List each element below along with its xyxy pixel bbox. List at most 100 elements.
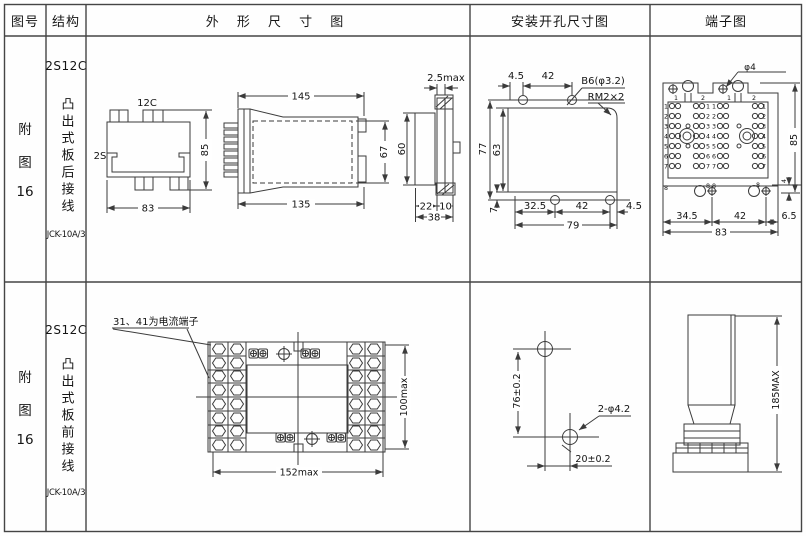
- dim-panel-b3: 38: [428, 213, 441, 224]
- label-12c: 12C: [137, 98, 157, 109]
- mount-type-text: 凸出式板前接线: [58, 356, 74, 476]
- dim-install-v1: 77: [478, 143, 489, 156]
- row2-outline-drawing: 31、41为电流端子 100max: [112, 315, 411, 479]
- terminal-row-num: 1: [664, 104, 668, 111]
- terminal-row-num: 4: [664, 134, 668, 141]
- dim-panel-left: 60: [397, 143, 408, 156]
- dim-outline2-w: 152max: [280, 468, 319, 479]
- row1-front-view: 85 83 12C 2S: [94, 98, 212, 215]
- label-hole-spec: B6(φ3.2): [581, 76, 625, 87]
- dim-terminal-off: 4: [781, 179, 788, 183]
- table-grid: [3, 3, 803, 533]
- row1-panel-view: 2.5max 60 22 10 38: [397, 73, 465, 224]
- dim-install-t2: 42: [542, 71, 555, 82]
- terminal-row-num: 3: [762, 124, 766, 131]
- row2-install-drawing: 76±0.2 2-φ4.2 20±0.2: [511, 331, 631, 471]
- terminal-row-num: 7: [664, 164, 668, 171]
- header-install-dims: 安装开孔尺寸图: [510, 14, 609, 30]
- terminal-row-num: 4: [762, 134, 766, 141]
- terminal-row-num: 7: [762, 164, 766, 171]
- terminal-row-num: 5: [712, 144, 716, 151]
- code-row2: JCK-10A/3: [46, 488, 86, 498]
- dim-install2-b: 20±0.2: [575, 454, 610, 465]
- terminal-row-num: 6: [664, 154, 668, 161]
- header-outline-dims: 外 形 尺 寸 图: [205, 14, 351, 30]
- terminal-col-label: 2: [701, 95, 705, 102]
- dim-install-t1: 4.5: [508, 71, 524, 82]
- row2-profile-drawing: 185MAX: [672, 314, 782, 473]
- current-terminal-note: 31、41为电流端子: [113, 315, 198, 328]
- terminal-col-label: 1: [727, 95, 731, 102]
- dim-side-right: 67: [379, 146, 390, 159]
- model-row1: 2S12C: [45, 59, 87, 73]
- fig-no-line: 图: [18, 403, 32, 419]
- terminal-row-num: 5: [762, 144, 766, 151]
- dim-install-v2: 63: [492, 144, 503, 157]
- mount-type-row2: 凸出式板前接线: [46, 346, 86, 486]
- terminal-row-num: 6: [762, 154, 766, 161]
- dim-terminal-b1: 34.5: [676, 211, 697, 222]
- terminal-row-num: 8: [664, 185, 668, 192]
- mount-type-text: 凸出式板后接线: [58, 96, 74, 216]
- terminal-row-num: 5: [664, 144, 668, 151]
- label-thread-spec: RM2×2: [588, 92, 625, 103]
- label-hole2-spec: 2-φ4.2: [598, 404, 630, 415]
- terminal-row-num: 6: [712, 154, 716, 161]
- dim-install-b1: 32.5: [524, 201, 546, 212]
- terminal-col-label: 2: [752, 95, 756, 102]
- fig-no-line: 16: [16, 184, 34, 200]
- dim-install2-v: 76±0.2: [512, 373, 523, 408]
- dim-install-b4: 79: [567, 221, 580, 232]
- terminal-row-num: 2: [706, 114, 710, 121]
- header-structure: 结构: [51, 14, 80, 30]
- dim-install-v3: 7: [489, 207, 500, 213]
- terminal-row-num: 1: [706, 104, 710, 111]
- fig-no-line: 图: [18, 155, 32, 171]
- dim-terminal-b4: 83: [715, 228, 727, 239]
- row1-terminal-drawing: φ4 1 2 1 2 1 1 1 1 2 2 2 2 3 3 3 3 4 4 4…: [662, 63, 802, 239]
- fig-no-row2: 附 图 16: [4, 282, 46, 532]
- terminal-row-num: 8: [706, 183, 710, 190]
- model-row2: 2S12C: [45, 323, 87, 337]
- terminal-row-num: 8: [756, 182, 760, 189]
- dim-profile-h: 185MAX: [771, 370, 782, 410]
- label-phi4: φ4: [744, 63, 756, 73]
- fig-no-row1: 附 图 16: [4, 36, 46, 282]
- dim-front-h: 85: [200, 144, 211, 157]
- dim-install-b3: 4.5: [626, 201, 642, 212]
- terminal-row-num: 4: [712, 134, 716, 141]
- terminal-row-num: 6: [706, 154, 710, 161]
- terminal-row-num: 1: [712, 104, 716, 111]
- terminal-row-num: 3: [664, 124, 668, 131]
- fig-no-line: 16: [16, 432, 34, 448]
- dim-panel-b1: 22: [420, 202, 433, 213]
- terminal-row-num: 2: [664, 114, 668, 121]
- header-terminal-diagram: 端子图: [704, 14, 747, 30]
- dim-terminal-b2: 42: [734, 211, 746, 222]
- terminal-row-num: 5: [706, 144, 710, 151]
- terminal-row-num: 3: [706, 124, 710, 131]
- dim-terminal-b3: 6.5: [781, 211, 796, 222]
- dim-side-bottom: 135: [291, 200, 310, 211]
- terminal-row-num: 7: [712, 164, 716, 171]
- dim-panel-b2: 10: [439, 202, 452, 213]
- terminal-row-num: 4: [706, 134, 710, 141]
- code-row1: JCK-10A/3: [46, 230, 86, 240]
- fig-no-line: 附: [18, 122, 32, 138]
- dim-install-b2: 42: [576, 201, 589, 212]
- terminal-row-num: 7: [706, 164, 710, 171]
- dim-side-top: 145: [291, 92, 310, 103]
- mount-type-row1: 凸出式板后接线: [46, 86, 86, 226]
- terminal-row-num: 1: [762, 104, 766, 111]
- dim-panel-top: 2.5max: [427, 73, 465, 84]
- terminal-row-num: 8: [712, 183, 716, 190]
- row1-install-drawing: 4.5 42 B6(φ3.2) RM2×2 77 63 7 32.5 42 4.…: [478, 71, 642, 232]
- dim-terminal-h: 85: [789, 134, 800, 146]
- terminal-row-num: 2: [762, 114, 766, 121]
- dim-front-w: 83: [142, 204, 155, 215]
- row1-side-view: 145 135 67: [223, 90, 391, 211]
- label-2s: 2S: [94, 151, 107, 162]
- terminal-col-label: 1: [674, 95, 678, 102]
